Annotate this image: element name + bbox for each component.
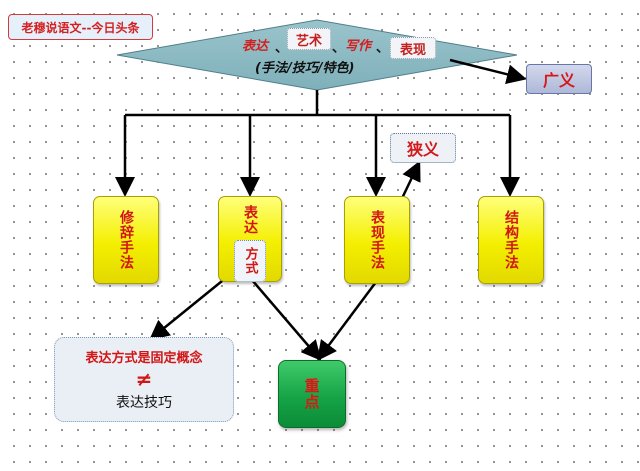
header-badge: 老穆说语文--今日头条 [8, 14, 153, 40]
broad-sense-box: 广义 [526, 64, 592, 94]
diamond-separator-1: 、 [275, 41, 289, 56]
performance-box: 表现手法 [344, 196, 410, 284]
key-point-box: 重点 [278, 360, 346, 428]
diamond-term-writing: 写作 [345, 39, 372, 54]
diamond-term-expression: 表达 [242, 39, 269, 54]
diamond-separator-2: 、 [332, 41, 346, 56]
concept-statement: 表达方式是固定概念 [85, 351, 203, 367]
method-tag-label: 方式 [242, 247, 258, 275]
rhetoric-box: 修辞手法 [93, 196, 159, 284]
structure-box: 结构手法 [478, 196, 544, 284]
concept-technique: 表达技巧 [116, 394, 172, 411]
arrow-performance-to-key [317, 281, 378, 362]
concept-box: 表达方式是固定概念 ≠ 表达技巧 [54, 337, 234, 422]
structure-label: 结构手法 [503, 210, 519, 270]
rhetoric-label: 修辞手法 [118, 210, 134, 270]
narrow-sense-box: 狭义 [390, 133, 456, 163]
expression-box: 表达 [218, 196, 282, 282]
diamond-term-performance: 表现 [390, 37, 436, 59]
performance-label: 表现手法 [369, 210, 385, 270]
arrow-method-to-key [251, 279, 322, 361]
arrow-to-broad [449, 58, 527, 85]
method-tag: 方式 [234, 240, 266, 282]
diamond-separator-3: 、 [376, 41, 390, 56]
expression-label: 表达 [242, 205, 258, 235]
key-point-label: 重点 [302, 378, 321, 410]
diamond-term-art: 艺术 [287, 28, 331, 50]
not-equal-symbol: ≠ [135, 366, 153, 391]
diamond-subtitle: (手法/技巧/特色) [255, 61, 355, 76]
